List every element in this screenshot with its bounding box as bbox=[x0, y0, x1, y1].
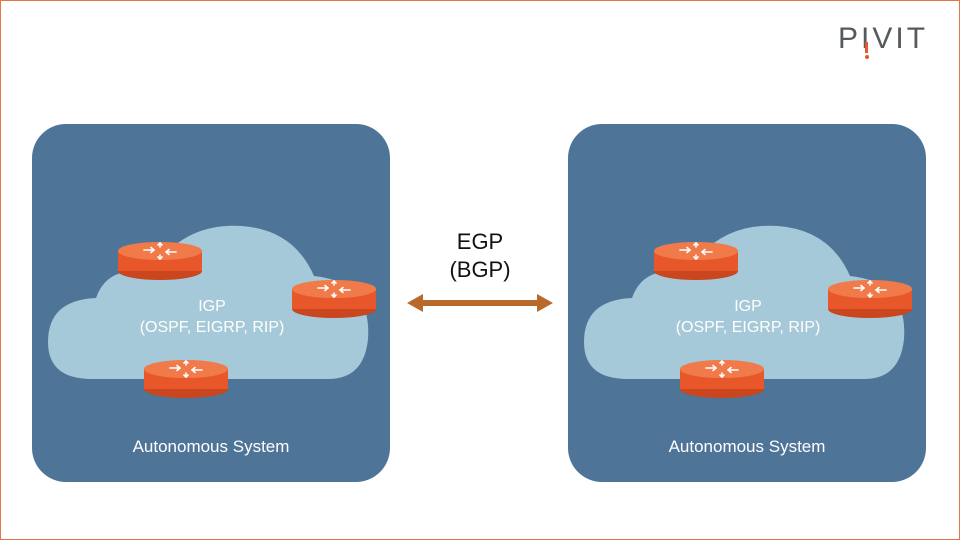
autonomous-system-right: IGP (OSPF, EIGRP, RIP) Autonomous System bbox=[568, 124, 926, 482]
igp-cloud bbox=[584, 225, 905, 379]
egp-label: EGP (BGP) bbox=[420, 228, 540, 284]
autonomous-system-label: Autonomous System bbox=[132, 437, 290, 456]
autonomous-system-label: Autonomous System bbox=[668, 437, 826, 456]
egp-protocol: (BGP) bbox=[449, 257, 511, 282]
igp-protocols: (OSPF, EIGRP, RIP) bbox=[675, 319, 821, 336]
igp-cloud bbox=[48, 225, 369, 379]
router-icon bbox=[143, 359, 229, 399]
router-icon bbox=[679, 359, 765, 399]
igp-title: IGP bbox=[198, 298, 226, 315]
igp-label: IGP (OSPF, EIGRP, RIP) bbox=[92, 296, 332, 338]
igp-title: IGP bbox=[734, 298, 762, 315]
igp-label: IGP (OSPF, EIGRP, RIP) bbox=[628, 296, 868, 338]
autonomous-system-left: IGP (OSPF, EIGRP, RIP) Autonomous System bbox=[32, 124, 390, 482]
igp-protocols: (OSPF, EIGRP, RIP) bbox=[139, 319, 285, 336]
router-icon bbox=[827, 279, 913, 319]
router-icon bbox=[117, 241, 203, 281]
router-icon bbox=[653, 241, 739, 281]
double-arrow-icon bbox=[407, 294, 553, 312]
logo-accent-i: I bbox=[861, 22, 872, 59]
router-icon bbox=[291, 279, 377, 319]
egp-title: EGP bbox=[456, 229, 504, 254]
